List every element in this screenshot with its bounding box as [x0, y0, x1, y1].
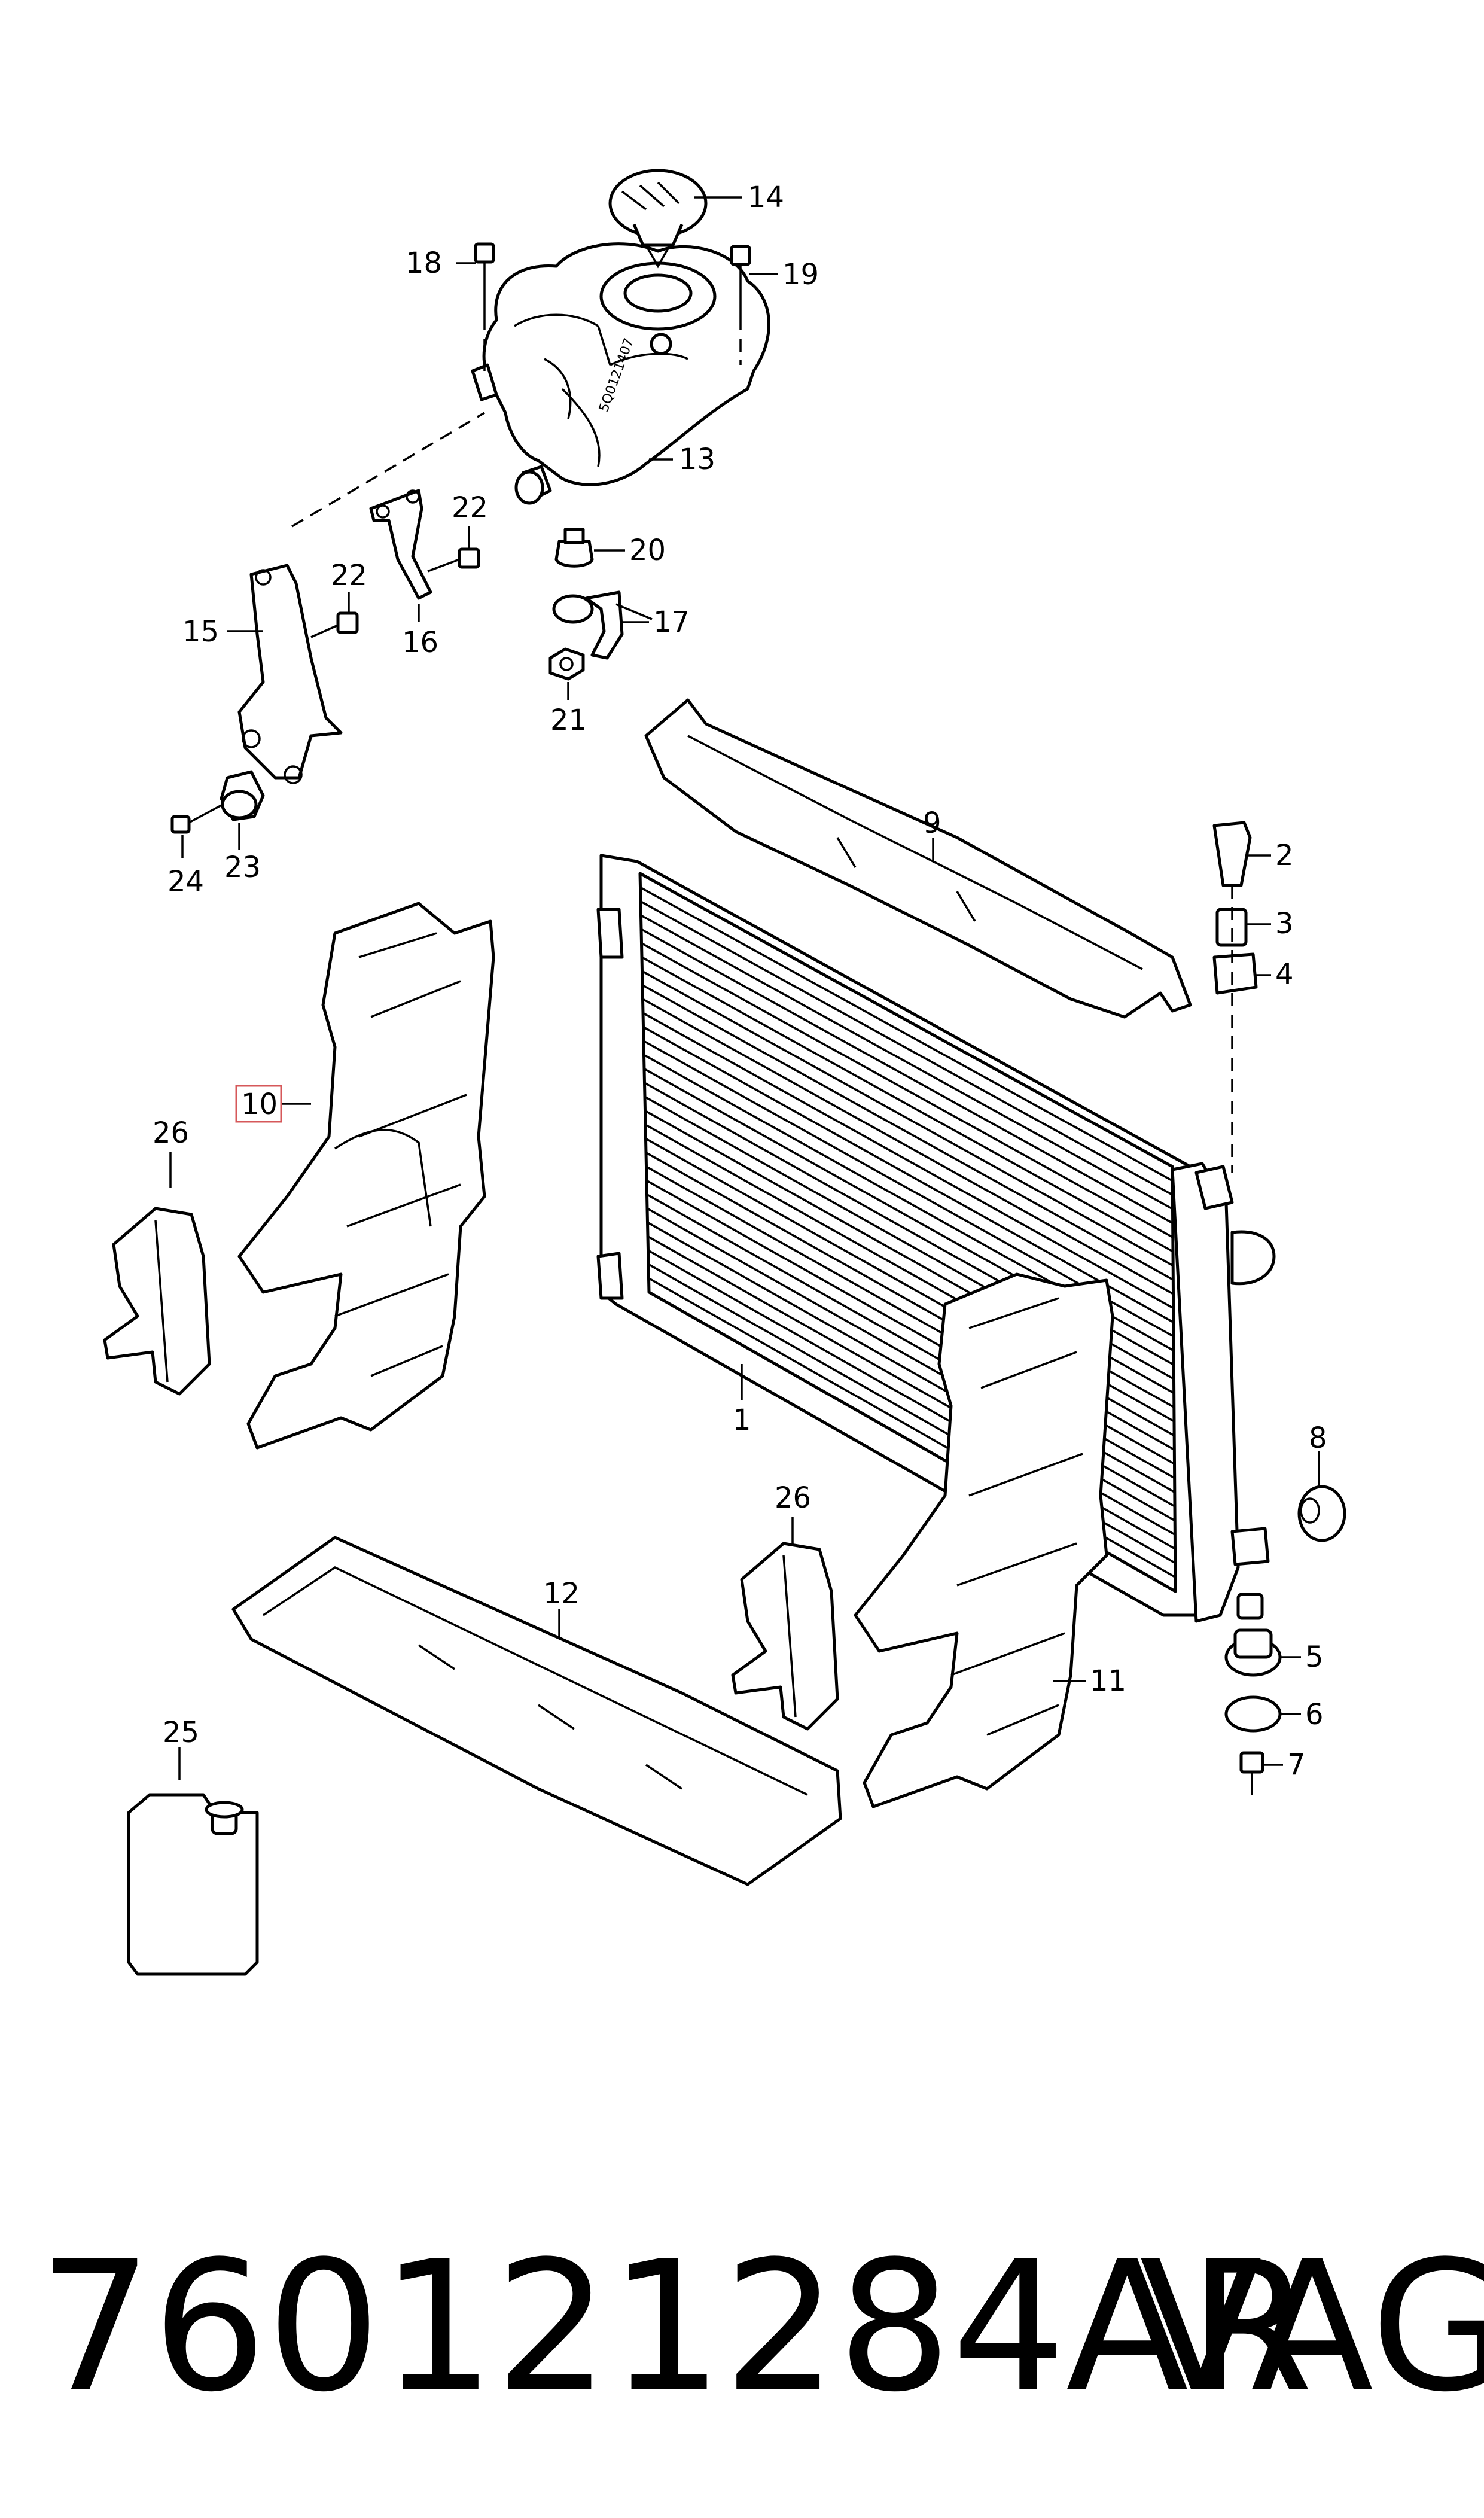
pin-2: [1212, 821, 1252, 887]
callout-26-left: 26: [153, 1116, 189, 1150]
radiator-fin: [640, 914, 1174, 1210]
callout-labels: 1 2 3 4 5 6 7 8 9 10 11 12 13 14 15 16 1…: [153, 181, 1327, 1782]
nut-21: [548, 647, 585, 681]
callout-26-right: 26: [775, 1481, 811, 1515]
rubber-mount-23: [220, 770, 265, 821]
radiator-fin: [642, 998, 1174, 1295]
callout-10-highlight-box: [235, 1085, 282, 1123]
expansion-tank: 5Q0121407: [471, 242, 770, 505]
callout-6: 6: [1305, 1698, 1324, 1731]
callout-24: 24: [167, 865, 204, 899]
bolt-24: [170, 803, 223, 834]
callout-23: 23: [224, 851, 261, 884]
bracket-15: [237, 412, 485, 784]
seal-26-left: [103, 1207, 211, 1396]
bushing-5: [1224, 1628, 1282, 1677]
part-number-text: 760121284AR: [38, 2222, 1314, 2431]
filler-cap: [608, 169, 708, 269]
callout-1: 1: [733, 1403, 751, 1437]
callout-5: 5: [1305, 1640, 1324, 1674]
radiator-fin: [642, 1012, 1174, 1310]
radiator-fin: [641, 942, 1174, 1238]
callout-22-lower: 22: [331, 559, 367, 592]
bolt-22-upper: [427, 547, 480, 573]
callout-3: 3: [1275, 907, 1294, 940]
radiator-fin: [641, 970, 1174, 1267]
lower-air-guide-12: [231, 1536, 842, 1886]
grommet-8: [1297, 1485, 1346, 1542]
callout-13: 13: [679, 443, 715, 476]
bracket-16: [369, 489, 432, 600]
bracket-17: [552, 590, 653, 660]
callout-10: 10: [241, 1088, 278, 1121]
air-guide-10: [237, 902, 495, 1450]
callout-15: 15: [182, 615, 219, 648]
radiator-fin: [642, 1026, 1174, 1323]
callout-20: 20: [629, 534, 666, 567]
radiator-fin: [641, 928, 1174, 1225]
callout-25: 25: [163, 1716, 199, 1749]
bolt-19: [730, 245, 751, 365]
radiator-fins: [639, 886, 1176, 1578]
callout-19: 19: [782, 258, 819, 291]
callout-21: 21: [550, 704, 587, 737]
seal-26-right: [731, 1542, 839, 1731]
callout-18: 18: [406, 246, 442, 280]
callout-9: 9: [923, 806, 941, 840]
callout-16: 16: [402, 626, 438, 659]
bushing-4: [1212, 952, 1258, 995]
brand-text: VAG: [1139, 2222, 1484, 2431]
bolt-7: [1239, 1751, 1264, 1795]
leader-lines: [169, 196, 1320, 1780]
bolt-22-lower: [310, 611, 359, 638]
callout-12: 12: [543, 1577, 580, 1610]
callout-14: 14: [748, 181, 784, 214]
radiator-fin: [642, 984, 1174, 1281]
callout-8: 8: [1309, 1421, 1327, 1455]
radiator-fin: [641, 956, 1174, 1253]
callout-2: 2: [1275, 839, 1294, 872]
callout-11: 11: [1090, 1664, 1126, 1698]
clip-20: [554, 528, 594, 568]
callout-22-upper: 22: [452, 491, 488, 525]
coolant-bottle-25: [127, 1793, 259, 1976]
callout-4: 4: [1275, 958, 1294, 991]
radiator-fin: [640, 900, 1174, 1196]
bolt-18: [474, 242, 495, 371]
callout-7: 7: [1287, 1748, 1306, 1782]
bushing-6: [1224, 1695, 1282, 1733]
radiator-fin: [639, 886, 1174, 1182]
callout-17: 17: [653, 605, 690, 639]
air-guide-11: [854, 1272, 1114, 1808]
